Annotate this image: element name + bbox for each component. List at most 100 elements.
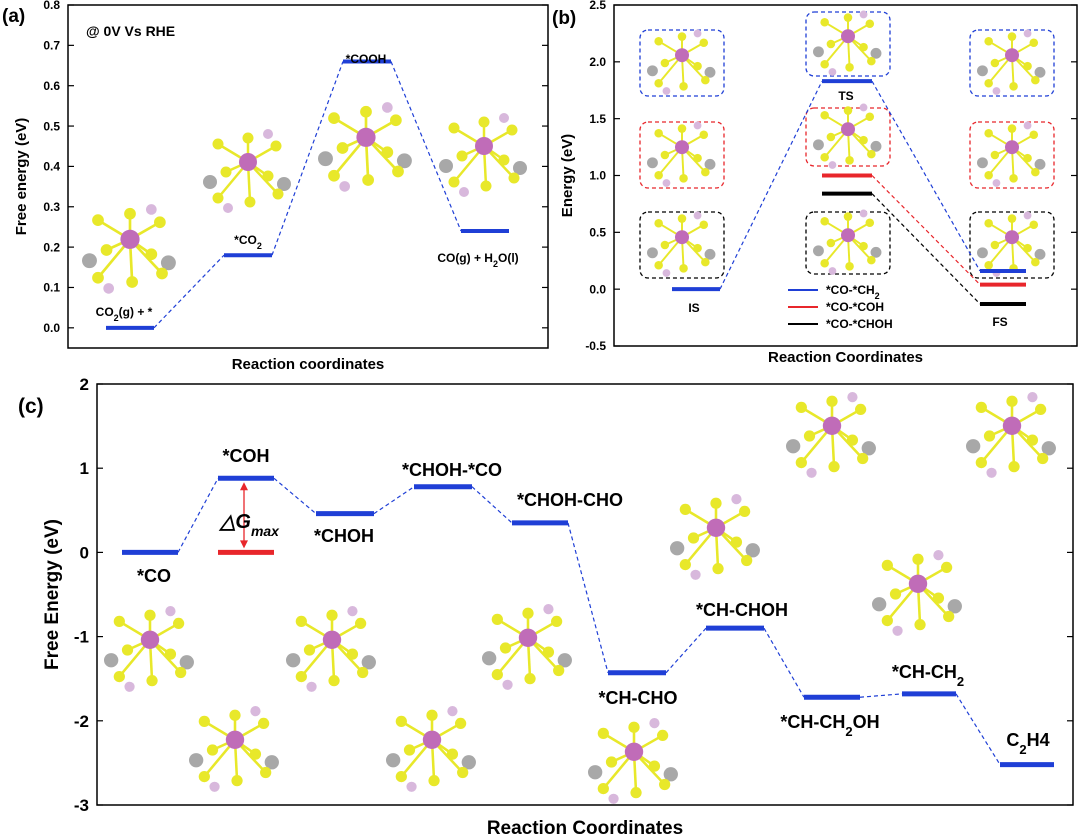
panel-b-structure-box <box>969 29 1055 97</box>
panel-c-connector <box>373 486 415 515</box>
sulfur-atom <box>693 153 702 163</box>
sulfur-atom <box>1035 403 1047 416</box>
panel-b-y-tick-label: 2.5 <box>589 0 606 12</box>
sulfur-atom <box>701 75 710 85</box>
sulfur-atom <box>657 729 669 742</box>
2 <box>482 604 572 690</box>
panel-b-ylabel: Energy (eV) <box>559 134 576 217</box>
sulfur-atom <box>506 124 518 136</box>
panel-b-category-label: IS <box>688 301 699 315</box>
2 <box>813 209 882 275</box>
sulfur-atom <box>92 271 104 284</box>
metal-atom <box>841 228 855 243</box>
sulfur-atom <box>1031 167 1040 177</box>
metal-atom <box>518 628 538 647</box>
sulfur-atom <box>258 717 270 730</box>
panel-c-connector <box>955 693 1001 765</box>
sulfur-atom <box>677 32 687 41</box>
substrate-atom <box>662 269 671 277</box>
sulfur-atom <box>113 615 125 628</box>
sulfur-atom <box>1031 257 1040 267</box>
metal-atom <box>675 48 689 63</box>
sulfur-atom <box>597 782 609 795</box>
2 <box>588 718 678 804</box>
panel-c-frame <box>96 383 1074 806</box>
sulfur-atom <box>355 617 367 630</box>
sulfur-atom <box>249 748 262 760</box>
substrate-atom <box>649 718 660 729</box>
panel-a-y-tick-label: 0.0 <box>43 321 60 335</box>
panel-a-y-tick-label: 0.4 <box>43 160 60 174</box>
substrate-atom <box>209 781 220 792</box>
substrate-atom <box>693 211 702 220</box>
panel-c-state-label: *CH-CH2OH <box>780 712 879 739</box>
carbon-support-atom <box>872 597 887 612</box>
sulfur-atom <box>889 588 902 600</box>
substrate-atom <box>543 604 554 615</box>
sulfur-atom <box>498 154 510 166</box>
2 <box>647 121 716 187</box>
sulfur-atom <box>1009 174 1018 183</box>
panel-a-ylabel: Free energy (eV) <box>13 118 30 236</box>
carbon-support-atom <box>813 245 824 257</box>
metal-atom <box>239 153 257 171</box>
substrate-atom <box>1023 211 1032 220</box>
sulfur-atom <box>360 105 372 118</box>
sulfur-atom <box>654 36 663 46</box>
carbon-support-atom <box>977 157 988 169</box>
substrate-atom <box>502 679 513 690</box>
sulfur-atom <box>480 180 492 192</box>
sulfur-atom <box>553 664 565 677</box>
substrate-atom <box>662 87 671 95</box>
panel-b-y-tick-label: 0.0 <box>589 282 606 296</box>
sulfur-atom <box>1023 243 1032 253</box>
carbon-support-atom <box>663 767 678 782</box>
panel-c-y-tick-label: -2 <box>74 712 89 731</box>
sulfur-atom <box>156 267 168 280</box>
sulfur-atom <box>175 666 187 679</box>
sulfur-atom <box>448 176 460 188</box>
sulfur-atom <box>820 59 829 69</box>
sulfur-atom <box>660 240 670 250</box>
sulfur-atom <box>144 609 156 621</box>
metal-atom <box>475 137 493 155</box>
panel-b-structure-box <box>969 211 1055 279</box>
sulfur-atom <box>346 648 359 660</box>
panel-c-state-label: *CH-CHO <box>599 688 678 708</box>
substrate-atom <box>828 267 837 275</box>
sulfur-atom <box>679 264 688 273</box>
panel-a-y-tick-label: 0.8 <box>43 0 60 12</box>
substrate-atom <box>339 181 350 192</box>
sulfur-atom <box>677 214 687 223</box>
carbon-support-atom <box>1041 441 1056 456</box>
delta-g-arrowhead-up <box>240 482 248 491</box>
sulfur-atom <box>990 58 1000 68</box>
sulfur-atom <box>654 170 663 180</box>
delta-g-max-label: △Gmax <box>218 511 280 539</box>
metal-atom <box>841 29 855 44</box>
sulfur-atom <box>660 58 670 68</box>
sulfur-atom <box>491 613 503 626</box>
carbon-support-atom <box>977 247 988 259</box>
carbon-support-atom <box>264 755 279 770</box>
sulfur-atom <box>701 167 710 177</box>
sulfur-atom <box>855 403 867 416</box>
carbon-support-atom <box>1034 248 1046 260</box>
sulfur-atom <box>1007 32 1017 41</box>
panel-b-connector-black <box>871 193 981 305</box>
sulfur-atom <box>865 218 875 228</box>
sulfur-atom <box>328 675 340 687</box>
sulfur-atom <box>881 614 893 627</box>
sulfur-atom <box>326 609 338 621</box>
substrate-atom <box>382 102 393 113</box>
panel-a-state-label: *CO2 <box>234 233 262 251</box>
sulfur-atom <box>113 670 125 683</box>
sulfur-atom <box>654 78 663 88</box>
1 <box>203 129 291 213</box>
2 <box>977 29 1046 95</box>
panel-b-structure-box <box>969 121 1055 189</box>
metal-atom <box>624 742 644 761</box>
sulfur-atom <box>446 748 459 760</box>
carbon-support-atom <box>977 65 988 77</box>
